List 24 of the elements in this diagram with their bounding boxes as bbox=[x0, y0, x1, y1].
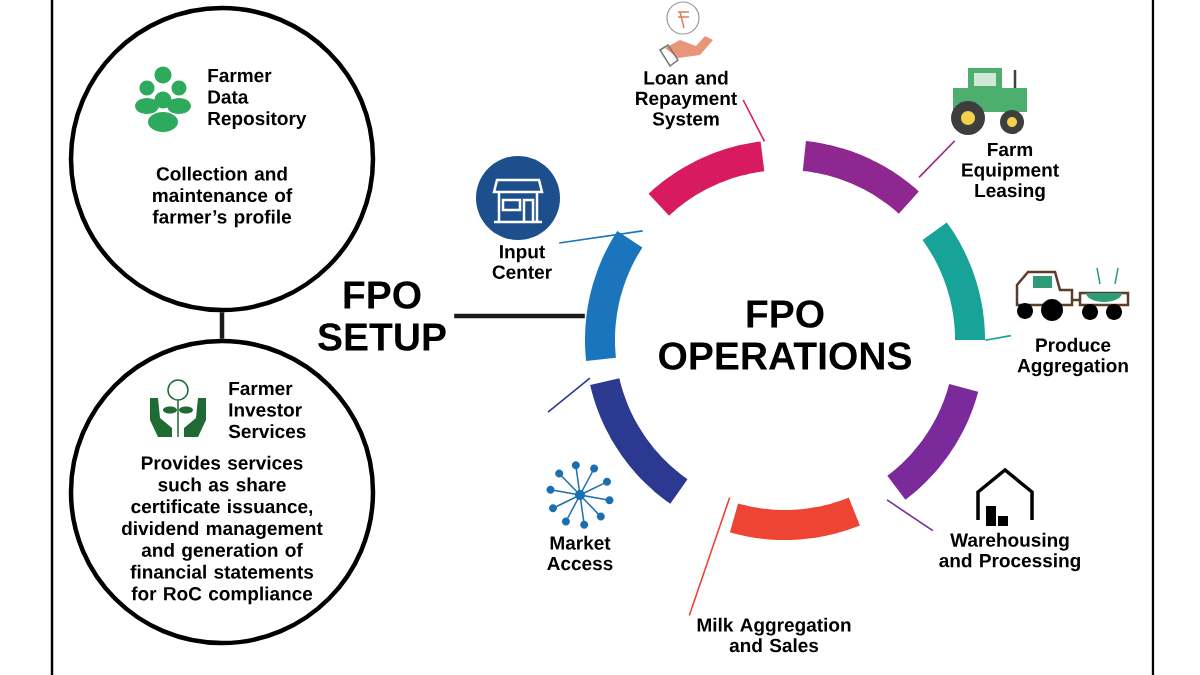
leader-line bbox=[547, 377, 591, 413]
operation-label: Milk Aggregation and Sales bbox=[697, 617, 851, 653]
operation-label: Market Access bbox=[547, 535, 613, 571]
ring-segment bbox=[585, 231, 643, 361]
leader-line bbox=[688, 496, 731, 617]
operation-label: Input Center bbox=[492, 245, 552, 279]
leader-line bbox=[742, 99, 766, 143]
ring-segment bbox=[887, 384, 979, 500]
center-title: FPO OPERATIONS bbox=[659, 300, 911, 370]
connector-line bbox=[454, 313, 585, 319]
leader-line bbox=[918, 139, 956, 179]
leader-line bbox=[558, 230, 644, 244]
operation-label: Loan and Repayment System bbox=[636, 70, 737, 130]
leader-line bbox=[886, 499, 934, 532]
ring-segment bbox=[648, 141, 765, 216]
leader-line bbox=[984, 334, 1012, 341]
operation-label: Produce Aggregation bbox=[1017, 337, 1128, 377]
connector-line bbox=[219, 312, 225, 339]
operation-label: Farm Equipment Leasing bbox=[962, 142, 1059, 202]
ring-segment bbox=[729, 497, 860, 540]
operation-label: Warehousing and Processing bbox=[939, 532, 1080, 572]
ring-segment bbox=[802, 141, 919, 214]
ring-segment bbox=[922, 222, 985, 340]
ring-segment bbox=[590, 378, 688, 504]
